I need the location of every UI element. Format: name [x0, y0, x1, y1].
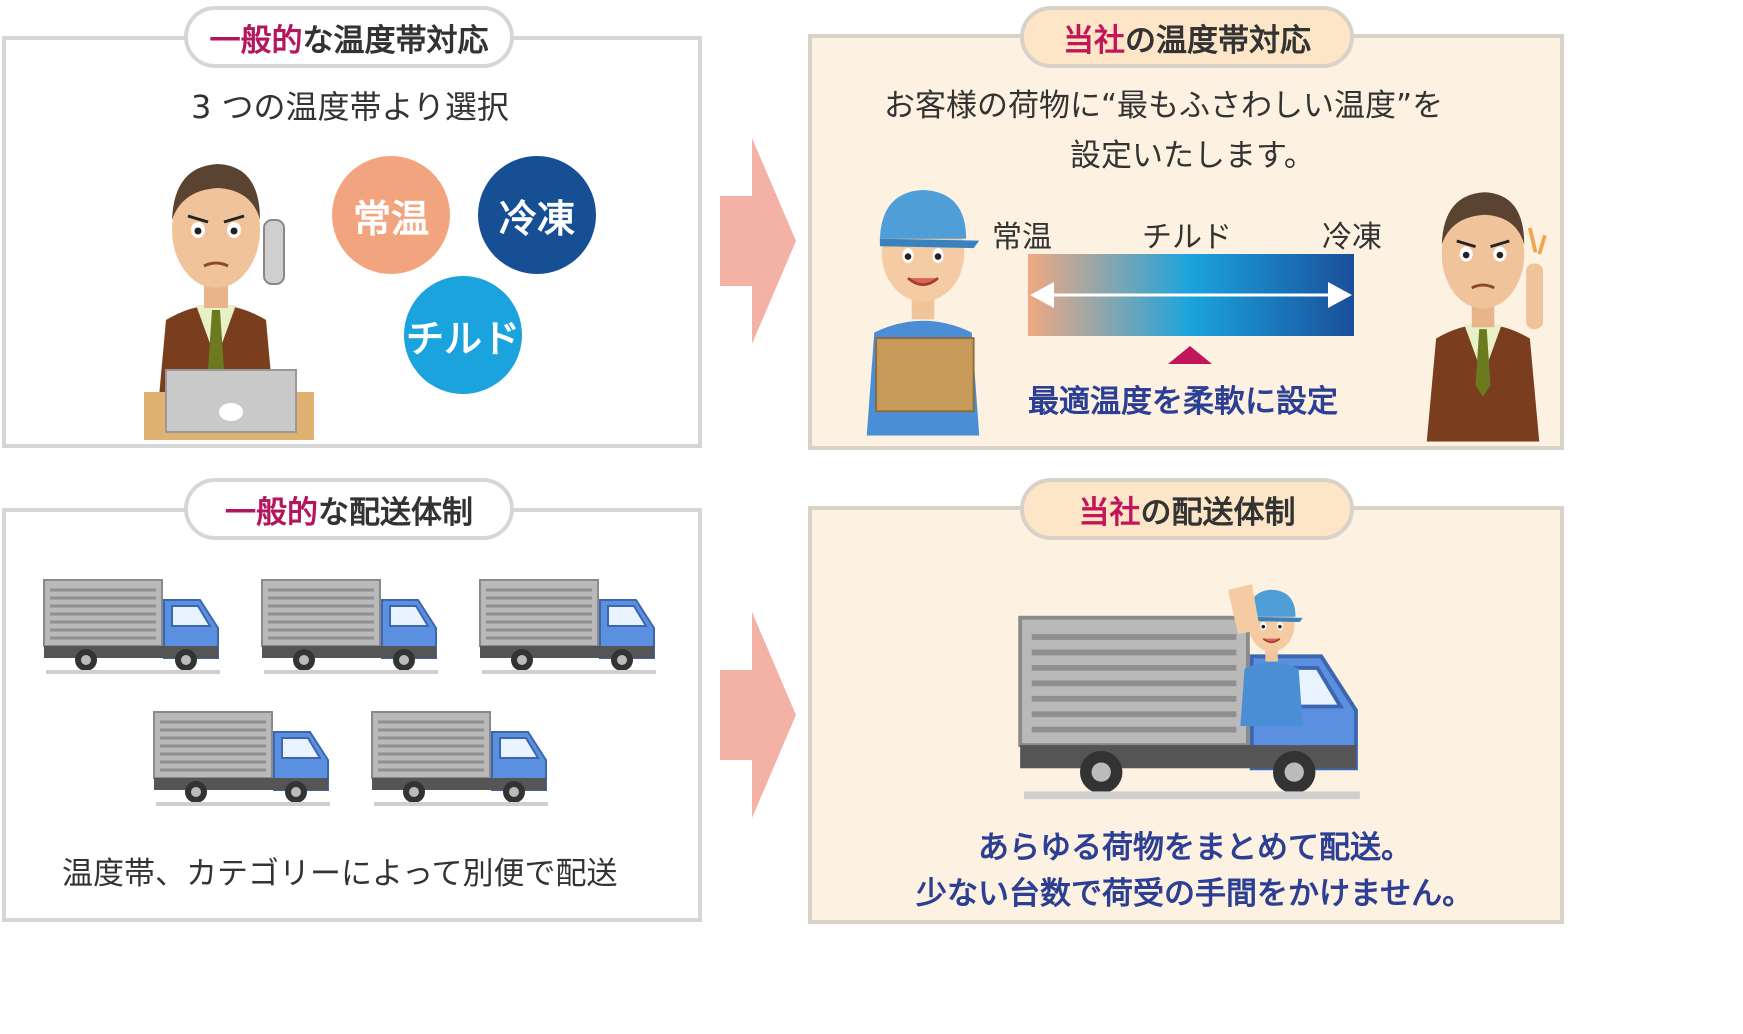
- right-arrow-icon: [720, 612, 796, 818]
- circle-ambient: 常温: [332, 156, 450, 274]
- tab-highlight: 当社: [1063, 22, 1125, 59]
- all-cargo-line2: 少ない台数で荷受の手間をかけません。: [916, 876, 1474, 912]
- truck-icon: [42, 578, 222, 676]
- temperature-line2: 設定いたします。: [1070, 138, 1315, 174]
- tab-rest: な温度帯対応: [302, 22, 489, 59]
- temperature-gradient-scale: [1028, 254, 1354, 336]
- scale-label-ambient: 常温: [992, 220, 1052, 255]
- company-temperature-panel: お客様の荷物に“最もふさわしい温度”を 設定いたします。 常温 チルド 冷凍 最…: [808, 34, 1564, 450]
- optimal-temperature-caption: 最適温度を柔軟に設定: [1028, 384, 1338, 420]
- truck-icon: [260, 578, 440, 676]
- company-delivery-panel: あらゆる荷物をまとめて配送。 少ない台数で荷受の手間をかけません。: [808, 506, 1564, 924]
- circle-chilled-label: チルド: [405, 316, 520, 361]
- tab-highlight: 当社: [1078, 494, 1141, 531]
- right-arrow-icon: [720, 138, 796, 344]
- all-cargo-line1: あらゆる荷物をまとめて配送。: [978, 830, 1412, 866]
- tab-company-delivery: 当社の配送体制: [1020, 478, 1354, 540]
- separate-delivery-caption: 温度帯、カテゴリーによって別便で配送: [62, 856, 618, 892]
- circle-frozen: 冷凍: [478, 156, 596, 274]
- thumbs-up-man-illustration: [1425, 190, 1547, 442]
- scale-label-frozen: 冷凍: [1322, 220, 1382, 255]
- temperature-line1: お客様の荷物に“最もふさわしい温度”を: [884, 88, 1444, 124]
- large-truck-with-driver-illustration: [1016, 584, 1376, 810]
- tab-rest: な配送体制: [318, 494, 473, 531]
- truck-icon: [152, 710, 332, 808]
- truck-icon: [478, 578, 658, 676]
- man-on-phone-illustration: [144, 162, 314, 440]
- scale-label-chilled: チルド: [1142, 220, 1232, 255]
- truck-icon: [370, 710, 550, 808]
- circle-frozen-label: 冷凍: [498, 196, 575, 241]
- circle-ambient-label: 常温: [352, 196, 429, 241]
- circle-chilled: チルド: [404, 276, 522, 394]
- tab-general-temperature: 一般的な温度帯対応: [184, 6, 514, 68]
- caret-up-icon: [1168, 346, 1212, 364]
- tab-rest: の配送体制: [1140, 494, 1296, 531]
- delivery-worker-illustration: [865, 188, 981, 436]
- general-delivery-panel: 温度帯、カテゴリーによって別便で配送: [2, 508, 702, 922]
- tab-company-temperature: 当社の温度帯対応: [1020, 6, 1354, 68]
- tab-general-delivery: 一般的な配送体制: [184, 478, 514, 540]
- general-temperature-panel: 3 つの温度帯より選択 常温 冷凍 チルド: [2, 36, 702, 448]
- tab-highlight: 一般的: [209, 22, 303, 59]
- temperature-subtitle: 3 つの温度帯より選択: [191, 88, 509, 126]
- tab-highlight: 一般的: [225, 494, 318, 531]
- tab-rest: の温度帯対応: [1125, 22, 1311, 59]
